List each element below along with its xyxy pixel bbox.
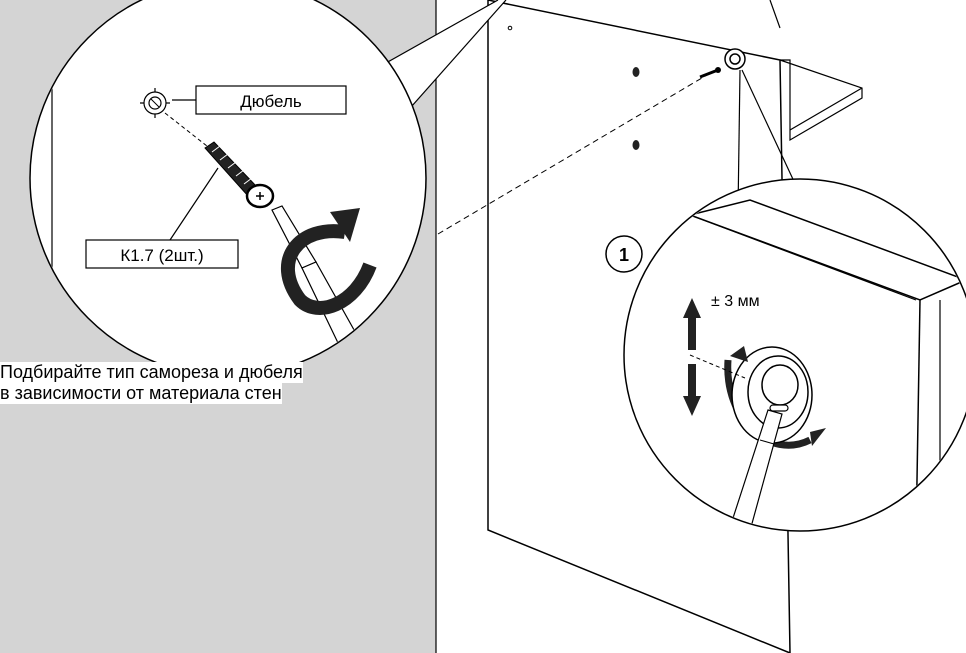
hanger-small (724, 48, 746, 70)
dowel-icon (140, 88, 170, 118)
dowel-label-box (195, 85, 347, 115)
hanger-mechanism (724, 346, 826, 449)
adjustment-label: ± 3 мм (711, 293, 760, 310)
hole-mark (632, 140, 640, 150)
shelf (779, 59, 863, 142)
right-callout-leader (737, 69, 799, 213)
screw-label-box (85, 239, 239, 269)
alignment-line (437, 71, 713, 235)
screw-icon (204, 141, 275, 209)
step-number: 1 (619, 245, 629, 265)
screw-label: К1.7 (2шт.) (120, 246, 203, 265)
note-line-1: Подбирайте тип самореза и дюбеля (0, 362, 303, 383)
step-number-badge (605, 235, 643, 273)
hole-mark (632, 67, 640, 77)
dowel-label: Дюбель (240, 92, 302, 111)
note-line-2: в зависимости от материала стен (0, 383, 282, 404)
right-detail-circle (623, 178, 966, 532)
rotate-arrow-icon (281, 208, 377, 315)
material-note: Подбирайте тип самореза и дюбеля в завис… (0, 362, 400, 404)
up-down-arrow-icon (683, 298, 701, 416)
